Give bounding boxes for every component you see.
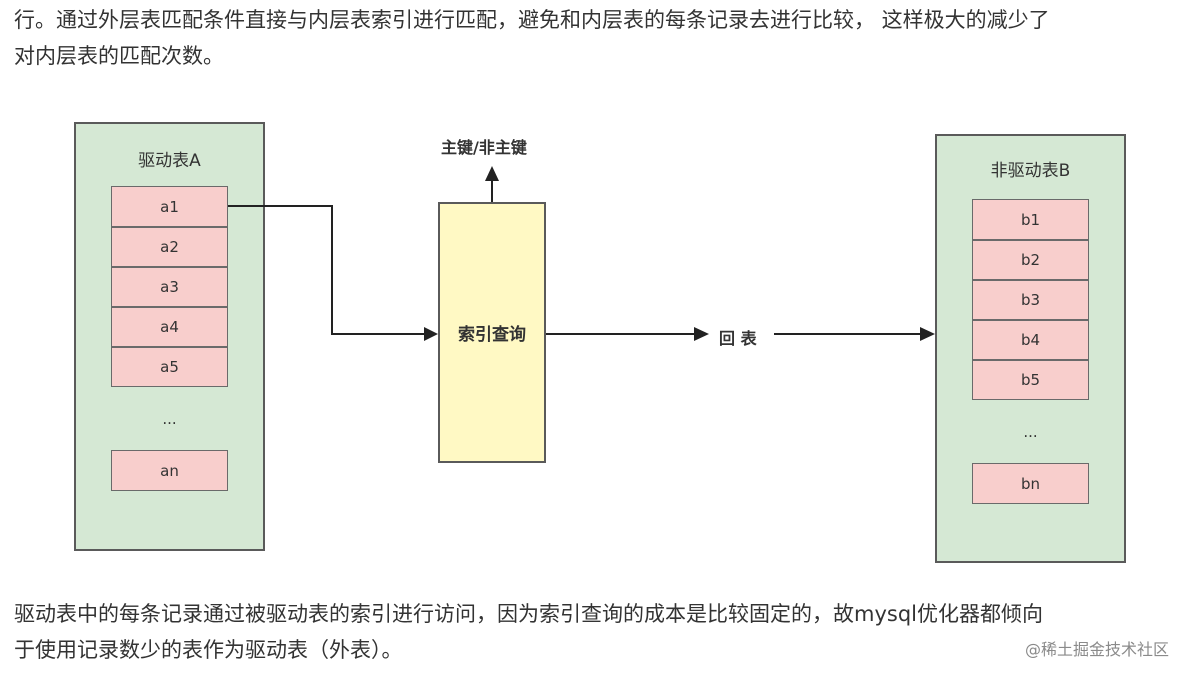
driving-table-row: a2 (111, 227, 228, 267)
paragraph-top-line-1: 行。通过外层表匹配条件直接与内层表索引进行匹配，避免和内层表的每条记录去进行比较… (14, 8, 1050, 32)
paragraph-bottom-line-2: 于使用记录数少的表作为驱动表（外表）。 (14, 638, 403, 662)
paragraph-bottom: 驱动表中的每条记录通过被驱动表的索引进行访问，因为索引查询的成本是比较固定的，故… (14, 596, 1175, 668)
driving-table-row: a3 (111, 267, 228, 307)
driven-table-row: b5 (972, 360, 1089, 400)
driven-table-row: b4 (972, 320, 1089, 360)
watermark: @稀土掘金技术社区 (1024, 640, 1169, 659)
driving-table-ellipsis: ... (162, 410, 177, 428)
paragraph-bottom-line-1: 驱动表中的每条记录通过被驱动表的索引进行访问，因为索引查询的成本是比较固定的，故… (14, 602, 1043, 626)
driving-table-row: a1 (111, 186, 228, 227)
arrow-head-into-index (424, 327, 438, 341)
index-lookup-label: 索引查询 (458, 325, 526, 345)
driven-table-last-row: bn (972, 463, 1089, 504)
arrow-head-to-driven (920, 327, 935, 341)
back-to-table-label: 回 表 (719, 329, 757, 348)
driven-table-title: 非驱动表B (990, 161, 1071, 181)
arrow-head-up-to-key (485, 166, 499, 181)
a1-to-index-connector (228, 205, 426, 335)
driving-table-row: a5 (111, 347, 228, 387)
index-lookup-box: 索引查询 (438, 202, 546, 463)
key-type-label: 主键/非主键 (441, 138, 527, 157)
paragraph-top-line-2: 对内层表的匹配次数。 (14, 44, 224, 68)
paragraph-top: 行。通过外层表匹配条件直接与内层表索引进行匹配，避免和内层表的每条记录去进行比较… (14, 2, 1175, 74)
driven-table-ellipsis: ... (1023, 423, 1038, 441)
driving-table-last-row: an (111, 450, 228, 491)
arrow-head-to-back (694, 327, 709, 341)
driving-table-title: 驱动表A (138, 151, 201, 171)
driven-table-row: b1 (972, 199, 1089, 240)
driven-table-row: b2 (972, 240, 1089, 280)
driven-table-row: b3 (972, 280, 1089, 320)
driving-table-row: a4 (111, 307, 228, 347)
